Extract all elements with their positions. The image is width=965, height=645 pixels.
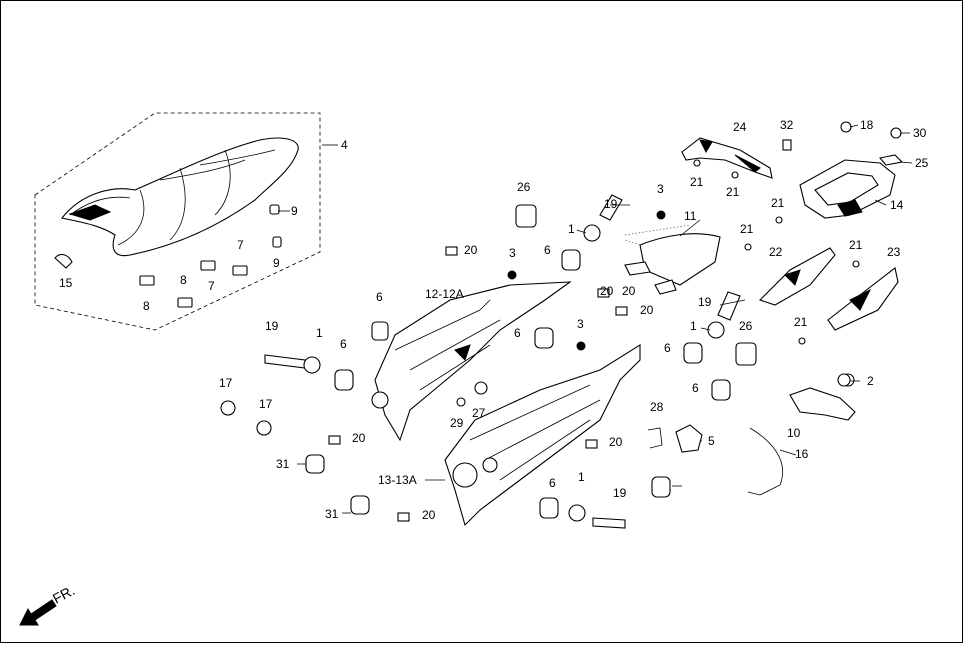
- seat-small-parts: [54, 204, 282, 308]
- part-label-7: 7: [237, 238, 244, 252]
- part-label-11: 11: [684, 209, 697, 223]
- part-label-4: 4: [341, 138, 348, 152]
- part-label-22: 22: [769, 245, 783, 259]
- part-label-20: 20: [600, 284, 614, 298]
- leader-lines: [278, 124, 913, 514]
- part-28-clip: [647, 427, 663, 449]
- part-label-31: 31: [325, 507, 339, 521]
- seat-group-box: [34, 112, 321, 331]
- part-23-cover: [827, 267, 899, 331]
- part-label-26: 26: [739, 319, 753, 333]
- part-label-7: 7: [208, 279, 215, 293]
- part-label-25: 25: [915, 156, 929, 170]
- front-arrow: [19, 599, 57, 626]
- grommets: [334, 249, 731, 519]
- part-label-8: 8: [143, 299, 150, 313]
- part-number-labels: 11112333456666666778899101112-12A13-13A1…: [59, 118, 929, 522]
- part-label-19: 19: [265, 319, 279, 333]
- part-label-20: 20: [352, 431, 366, 445]
- part-label-20: 20: [609, 435, 623, 449]
- part-label-2: 2: [867, 374, 874, 388]
- screws: [456, 121, 904, 407]
- part-label-29: 29: [450, 416, 464, 430]
- part-label-21: 21: [740, 222, 754, 236]
- part-label-6: 6: [340, 337, 347, 351]
- part-label-21: 21: [771, 196, 785, 210]
- part-label-21: 21: [690, 175, 704, 189]
- part-label-19: 19: [613, 486, 627, 500]
- part-label-12-12a: 12-12A: [425, 287, 464, 301]
- dampers: [515, 204, 757, 366]
- seat-part: [61, 137, 299, 257]
- part-label-20: 20: [422, 508, 436, 522]
- part-label-1: 1: [690, 319, 697, 333]
- part-label-6: 6: [376, 290, 383, 304]
- part-14-grab-rack: [799, 159, 896, 219]
- part-label-31: 31: [276, 457, 290, 471]
- part-label-3: 3: [577, 317, 584, 331]
- part-label-6: 6: [692, 381, 699, 395]
- bolts: [264, 194, 741, 529]
- part-label-3: 3: [509, 246, 516, 260]
- part-label-6: 6: [514, 326, 521, 340]
- part-label-20: 20: [622, 284, 636, 298]
- washers: [220, 400, 370, 515]
- part-label-5: 5: [708, 434, 715, 448]
- part-24-bracket: [681, 137, 773, 179]
- part-label-1: 1: [568, 222, 575, 236]
- part-11-cowl: [624, 224, 721, 295]
- part-13-frame-cover: [444, 344, 641, 527]
- part-label-20: 20: [464, 243, 478, 257]
- part-label-6: 6: [664, 341, 671, 355]
- part-label-9: 9: [273, 256, 280, 270]
- part-label-1: 1: [316, 326, 323, 340]
- part-16-cable: [747, 427, 783, 496]
- part-label-32: 32: [780, 118, 794, 132]
- part-label-24: 24: [733, 120, 747, 134]
- part-label-23: 23: [887, 245, 901, 259]
- collars: [303, 224, 725, 522]
- part-label-14: 14: [890, 198, 904, 212]
- part-label-15: 15: [59, 276, 73, 290]
- part-12-frame-cover: [371, 281, 572, 442]
- part-label-3: 3: [657, 182, 664, 196]
- part-label-20: 20: [640, 303, 654, 317]
- part-label-17: 17: [259, 397, 273, 411]
- part-label-21: 21: [794, 315, 808, 329]
- part-label-19: 19: [604, 197, 618, 211]
- part-label-16: 16: [795, 447, 809, 461]
- part-label-27: 27: [472, 406, 486, 420]
- part-label-28: 28: [650, 400, 664, 414]
- part-label-26: 26: [517, 180, 531, 194]
- part-label-21: 21: [849, 238, 863, 252]
- part-22-cover: [758, 247, 836, 306]
- part-label-8: 8: [180, 273, 187, 287]
- part-label-6: 6: [549, 476, 556, 490]
- part-label-18: 18: [860, 118, 874, 132]
- part-label-13-13a: 13-13A: [378, 473, 417, 487]
- part-label-30: 30: [913, 126, 927, 140]
- part-label-9: 9: [291, 204, 298, 218]
- part-label-10: 10: [787, 426, 801, 440]
- part-label-19: 19: [698, 295, 712, 309]
- part-label-21: 21: [726, 185, 740, 199]
- part-5-clip: [675, 424, 703, 453]
- clips: [328, 246, 628, 522]
- part-label-6: 6: [544, 243, 551, 257]
- part-label-1: 1: [578, 470, 585, 484]
- part-label-17: 17: [219, 376, 233, 390]
